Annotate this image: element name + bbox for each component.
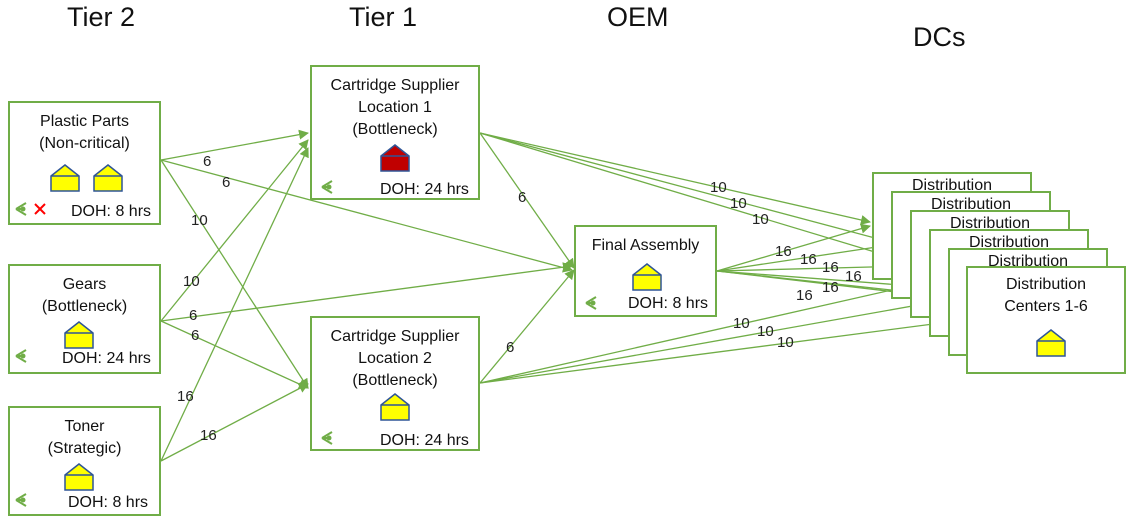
edge-label: 10	[733, 315, 750, 332]
edge-label: 6	[189, 307, 197, 324]
x-icon	[32, 201, 48, 222]
edge-line	[160, 159, 309, 389]
facility-icon	[92, 163, 124, 198]
doh-label: DOH: 8 hrs	[628, 295, 709, 312]
dcs-heading: DCs	[913, 22, 966, 52]
edge-label: 6	[191, 327, 199, 344]
eye-icon	[14, 492, 30, 513]
facility-icon	[63, 462, 95, 497]
edge-line	[160, 383, 309, 462]
eye-icon	[584, 295, 600, 316]
edge-label: 16	[200, 427, 217, 444]
facility-icon	[631, 262, 663, 297]
facility-icon	[1035, 328, 1067, 363]
edge-label: 10	[191, 212, 208, 229]
doh-label: DOH: 8 hrs	[68, 494, 149, 511]
edge-label: 10	[183, 273, 200, 290]
edge-label: 6	[222, 174, 230, 191]
edge-label: 16	[822, 279, 839, 296]
edge-line	[479, 316, 965, 384]
facility-icon	[63, 320, 95, 355]
edge-label: 16	[775, 243, 792, 260]
edge-line	[479, 269, 575, 384]
edge-label: 6	[506, 339, 514, 356]
node-label: Distribution Centers 1-6	[1004, 276, 1088, 315]
edge-line	[479, 296, 947, 384]
node-cartridge-supplier-2[interactable]: Cartridge Supplier Location 2 (Bottlenec…	[310, 316, 480, 451]
edge-line	[716, 241, 891, 272]
node-plastic-parts[interactable]: Plastic Parts (Non-critical) DOH: 8 hrs	[8, 101, 161, 225]
edge-line	[479, 132, 575, 269]
edge-line	[479, 279, 928, 384]
edge-line	[160, 320, 309, 389]
doh-label: DOH: 8 hrs	[71, 203, 152, 220]
edge-line	[479, 132, 891, 245]
eye-icon	[320, 430, 336, 451]
node-label: Final Assembly	[591, 237, 700, 254]
edge-line	[160, 139, 309, 322]
edge-line	[479, 132, 909, 265]
doh-label: DOH: 24 hrs	[380, 432, 469, 449]
eye-icon	[14, 201, 30, 222]
node-label: Cartridge Supplier Location 1 (Bottlenec…	[330, 77, 460, 138]
edge-line	[160, 262, 573, 322]
node-label: Cartridge Supplier Location 2 (Bottlenec…	[330, 328, 460, 389]
node-label: Toner (Strategic)	[47, 418, 122, 457]
edge-label: 10	[757, 323, 774, 340]
node-gears[interactable]: Gears (Bottleneck) DOH: 24 hrs	[8, 264, 161, 374]
edge-label: 10	[710, 179, 727, 196]
edge-label: 10	[730, 195, 747, 212]
node-distribution-centers[interactable]: Distribution Centers 1-6	[966, 266, 1126, 374]
edge-label: 16	[177, 388, 194, 405]
edge-line	[160, 147, 309, 462]
facility-icon-disrupted	[379, 143, 411, 178]
edge-line	[479, 132, 871, 225]
doh-label: DOH: 24 hrs	[62, 350, 151, 367]
doh-label: DOH: 24 hrs	[380, 181, 469, 198]
node-cartridge-supplier-1[interactable]: Cartridge Supplier Location 1 (Bottlenec…	[310, 65, 480, 200]
edge-label: 16	[800, 251, 817, 268]
edge-line	[160, 159, 573, 273]
edge-line	[160, 129, 309, 161]
edge-label: 6	[203, 153, 211, 170]
node-label: Gears (Bottleneck)	[41, 276, 128, 315]
facility-icon	[379, 392, 411, 427]
node-toner[interactable]: Toner (Strategic) DOH: 8 hrs	[8, 406, 161, 516]
node-label: Plastic Parts (Non-critical)	[39, 113, 130, 152]
facility-icon	[49, 163, 81, 198]
edge-label: 10	[777, 334, 794, 351]
tier-2-heading: Tier 2	[67, 2, 136, 32]
edge-label: 10	[752, 211, 769, 228]
node-final-assembly[interactable]: Final Assembly DOH: 8 hrs	[574, 225, 717, 317]
oem-heading: OEM	[607, 2, 669, 32]
edge-label: 16	[845, 268, 862, 285]
edge-line	[716, 223, 871, 272]
edge-label: 16	[822, 259, 839, 276]
eye-icon	[14, 348, 30, 369]
eye-icon	[320, 179, 336, 200]
edge-label: 6	[518, 189, 526, 206]
edge-label: 16	[796, 287, 813, 304]
tier-1-heading: Tier 1	[349, 2, 418, 32]
